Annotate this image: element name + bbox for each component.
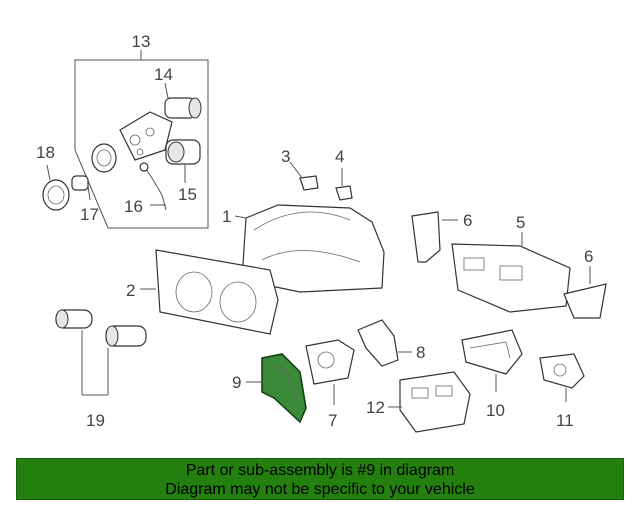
callout-8: 8 — [416, 343, 425, 362]
part-6-bracket-right[interactable] — [563, 266, 607, 319]
part-14-lock-cylinder[interactable] — [164, 82, 202, 119]
callout-11: 11 — [556, 411, 574, 430]
info-banner: Part or sub-assembly is #9 in diagram Di… — [16, 458, 624, 500]
part-12-control-panel[interactable] — [388, 371, 471, 433]
callout-10: 10 — [486, 401, 505, 420]
part-15-switch[interactable] — [165, 139, 201, 183]
callout-5: 5 — [516, 213, 525, 232]
part-10-switch[interactable] — [461, 329, 523, 392]
callout-19: 19 — [86, 411, 105, 430]
part-19-knob-b[interactable] — [105, 325, 147, 347]
callout-6a: 6 — [463, 211, 472, 230]
part-6-bracket-left[interactable] — [411, 211, 458, 263]
callout-18: 18 — [36, 143, 55, 162]
callout-13: 13 — [132, 32, 151, 51]
part-19-knob-a[interactable] — [55, 309, 93, 329]
callout-1: 1 — [222, 207, 231, 226]
callout-19-bracket — [81, 330, 109, 396]
callout-17: 17 — [80, 205, 99, 224]
callout-15: 15 — [178, 185, 197, 204]
part-18-ring[interactable] — [42, 164, 70, 211]
part-ignition-ring[interactable] — [91, 143, 117, 173]
callout-2: 2 — [126, 281, 135, 300]
callout-7: 7 — [328, 411, 337, 430]
callout-6b: 6 — [584, 247, 593, 266]
part-9-highlighted[interactable] — [246, 353, 307, 424]
part-ignition-housing[interactable] — [119, 111, 173, 161]
part-4-screw[interactable] — [335, 168, 353, 201]
parts-diagram: 13 14 15 16 17 18 — [36, 32, 607, 433]
callout-3: 3 — [281, 147, 290, 166]
banner-line-1: Part or sub-assembly is #9 in diagram — [185, 462, 455, 479]
part-7-switch[interactable] — [305, 339, 355, 405]
part-11-switch[interactable] — [539, 353, 585, 402]
callout-12: 12 — [366, 398, 385, 417]
banner-line-2: Diagram may not be specific to your vehi… — [165, 481, 475, 498]
callout-4: 4 — [335, 147, 344, 166]
part-8-bracket[interactable] — [357, 319, 412, 367]
callout-14: 14 — [154, 65, 173, 84]
part-5-control-unit[interactable] — [451, 232, 571, 313]
part-17-bulb[interactable] — [71, 175, 91, 201]
callout-9: 9 — [232, 373, 241, 392]
part-2-cluster-bezel[interactable] — [140, 249, 279, 335]
callout-16: 16 — [124, 197, 143, 216]
part-16-wire[interactable] — [139, 162, 167, 211]
assembly-13-box — [74, 50, 209, 229]
part-3-clip[interactable] — [289, 161, 319, 191]
